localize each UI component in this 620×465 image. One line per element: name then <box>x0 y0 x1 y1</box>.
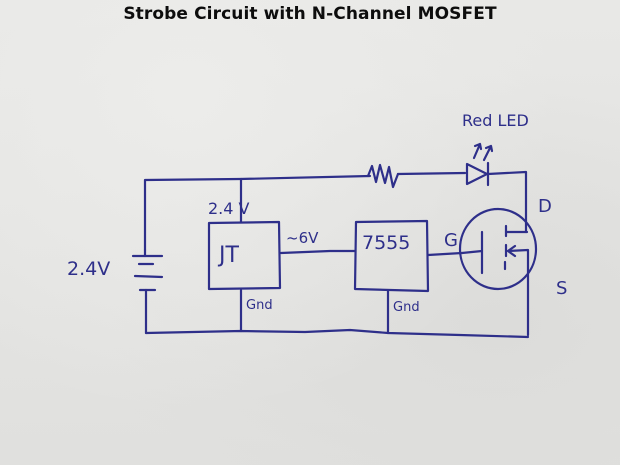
battery-label: 2.4V <box>67 258 110 280</box>
wire-led-drain <box>486 170 528 234</box>
jt-gnd-label: Gnd <box>246 298 273 313</box>
resistor <box>366 163 400 189</box>
timer-gnd-label: Gnd <box>393 300 420 315</box>
diagram-title: Strobe Circuit with N-Channel MOSFET <box>123 4 497 24</box>
jt-label: JT <box>217 243 239 268</box>
gate-label: G <box>444 230 458 251</box>
jt-block <box>207 220 282 291</box>
red-led <box>465 142 494 187</box>
n-channel-mosfet <box>458 207 538 337</box>
source-label: S <box>556 278 567 299</box>
jt-supply-label: 2.4 V <box>208 199 250 218</box>
jt-output-label: ~6V <box>286 229 319 247</box>
wire-resistor-led <box>396 171 467 176</box>
timer-block <box>353 219 430 293</box>
wire-top-left <box>143 174 372 252</box>
timer-label: 7555 <box>362 232 410 254</box>
battery <box>131 248 164 335</box>
drain-label: D <box>538 196 552 217</box>
wire-ground <box>144 328 530 339</box>
wire-7555-gate <box>426 251 464 257</box>
wire-jt-7555 <box>279 249 357 255</box>
led-label: Red LED <box>462 111 529 130</box>
